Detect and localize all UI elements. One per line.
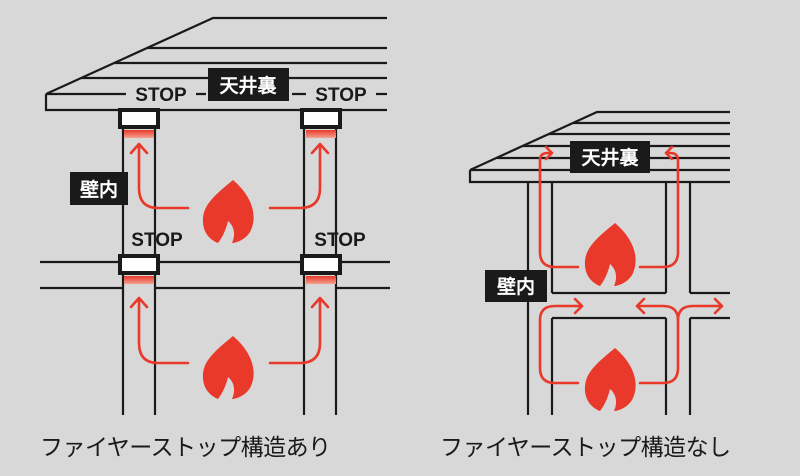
stop-label-top-left: STOP: [135, 85, 187, 106]
flame-icon: [584, 223, 636, 286]
flame-icon: [584, 348, 636, 411]
caption-with-firestop: ファイヤーストップ構造あり: [40, 435, 331, 461]
flame-icon: [202, 180, 254, 243]
left-roof: [44, 16, 387, 112]
attic-label-box: [570, 141, 650, 173]
fire-spread-arrows-left: [129, 142, 330, 365]
firestop-block-mid-right: [300, 254, 342, 284]
stop-label-mid-right: STOP: [314, 230, 366, 251]
flame-icon: [202, 336, 254, 399]
right-roof: [468, 110, 730, 184]
wall-label: 壁内: [497, 275, 535, 298]
firestop-block-mid-left: [118, 254, 160, 284]
attic-label: 天井裏: [581, 146, 639, 169]
firestop-block-top-right: [300, 108, 342, 138]
stop-label-top-right: STOP: [315, 85, 367, 106]
wall-label-box: [70, 172, 128, 205]
left-diagram-with-firestop: STOP STOP 天井裏 STOP STOP 壁内: [40, 16, 390, 415]
fire-spread-arrows-right: [538, 145, 724, 385]
caption-without-firestop: ファイヤーストップ構造なし: [440, 435, 731, 461]
firestop-block-top-left: [118, 108, 160, 138]
wall-label: 壁内: [80, 178, 118, 201]
stop-label-mid-left: STOP: [131, 230, 183, 251]
attic-label: 天井裏: [219, 74, 277, 97]
attic-label-box: [208, 68, 289, 101]
right-diagram-without-firestop: 天井裏 壁内: [468, 110, 730, 415]
wall-label-box: [485, 270, 547, 302]
